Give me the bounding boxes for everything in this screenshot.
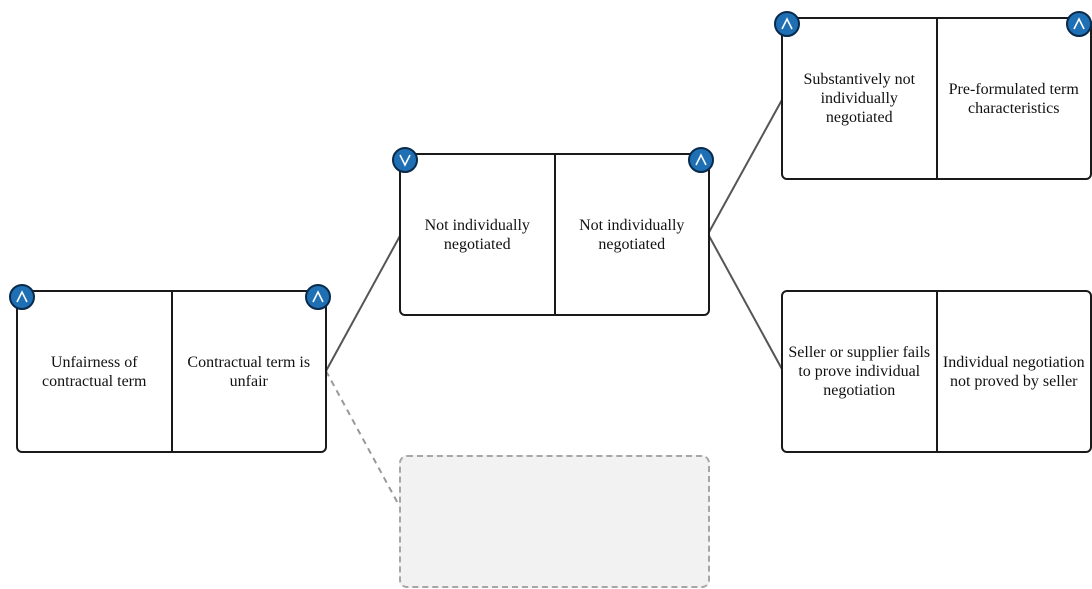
empty-node-placeholder[interactable] (399, 455, 710, 588)
node-right-cell: Individual negotiation not proved by sel… (935, 292, 1091, 451)
node-substantively-not-individually-negotiated[interactable]: Substantively not individually negotiate… (781, 17, 1092, 180)
and-icon[interactable] (774, 11, 800, 37)
node-right-cell: Pre-formulated term characteristics (935, 19, 1091, 178)
node-not-individually-negotiated[interactable]: Not individually negotiated Not individu… (399, 153, 710, 316)
node-right-cell: Contractual term is unfair (170, 292, 326, 451)
node-left-cell: Seller or supplier fails to prove indivi… (788, 344, 931, 399)
edge-root-to-middle (325, 233, 402, 372)
or-icon[interactable] (392, 147, 418, 173)
edge-middle-to-bottom-right (707, 233, 784, 372)
node-left-cell: Unfairness of contractual term (42, 353, 147, 390)
node-left-cell: Substantively not individually negotiate… (803, 71, 916, 126)
and-icon[interactable] (305, 284, 331, 310)
node-unfairness-of-contractual-term[interactable]: Unfairness of contractual term Contractu… (16, 290, 327, 453)
and-icon[interactable] (688, 147, 714, 173)
edge-root-to-placeholder (325, 370, 402, 510)
and-icon[interactable] (9, 284, 35, 310)
node-seller-fails-to-prove-negotiation[interactable]: Seller or supplier fails to prove indivi… (781, 290, 1092, 453)
node-left-cell: Not individually negotiated (424, 216, 530, 253)
node-right-cell: Not individually negotiated (553, 155, 709, 314)
and-icon[interactable] (1066, 11, 1092, 37)
edge-middle-to-top-right (707, 97, 784, 235)
